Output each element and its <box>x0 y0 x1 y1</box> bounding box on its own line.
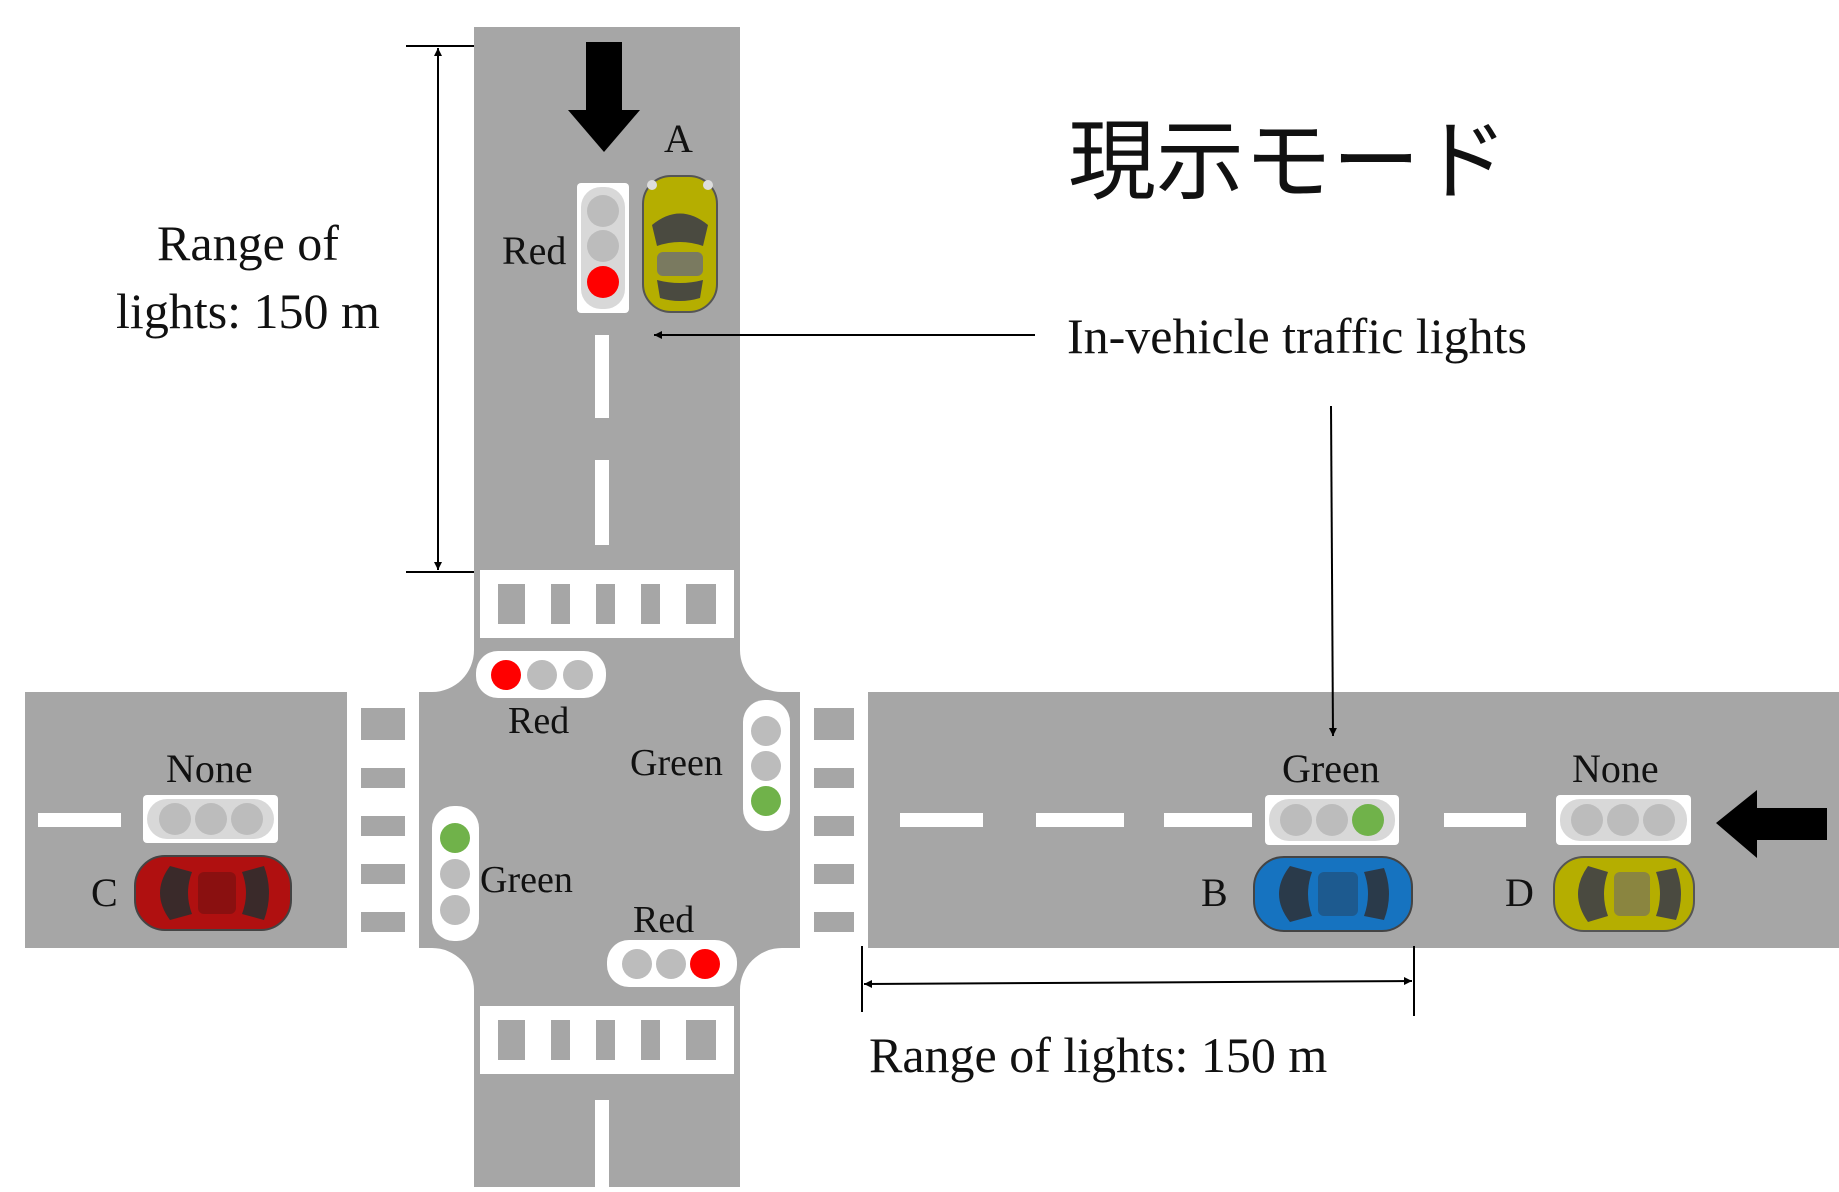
crosswalk-north <box>480 570 734 638</box>
crosswalk-east <box>800 692 868 948</box>
crosswalk-south <box>480 1006 734 1074</box>
car-a-icon <box>642 175 718 313</box>
arrow-left-icon <box>1716 790 1827 858</box>
range-dimension-horizontal <box>861 946 1415 1016</box>
signal-east <box>743 700 790 831</box>
signal-east-lamp-green <box>751 786 781 816</box>
vehicle-d-id: D <box>1505 870 1534 915</box>
signal-south-lamp-red <box>690 949 720 979</box>
signal-south-lamp-green <box>622 949 652 979</box>
vehicle-a-lamp-bottom <box>587 266 619 298</box>
signal-west-lamp-green <box>440 823 470 853</box>
vehicle-b-lamp-right <box>1352 804 1384 836</box>
vehicle-c-light-label: None <box>166 746 253 791</box>
signal-north <box>476 651 606 698</box>
vehicle-a-light-label: Red <box>502 228 566 273</box>
range-horizontal-label: Range of lights: 150 m <box>869 1027 1327 1083</box>
signal-north-lamp-green <box>563 660 593 690</box>
callout-arrows <box>654 331 1337 737</box>
crosswalks <box>347 570 868 1074</box>
vehicle-c-light <box>143 795 278 843</box>
signal-south <box>607 940 737 987</box>
callout-label: In-vehicle traffic lights <box>1067 308 1527 364</box>
vehicle-d-light <box>1556 795 1691 845</box>
vehicle-a-id: A <box>664 116 693 161</box>
diagram-title: 現示モード <box>1068 110 1508 213</box>
range-vertical-label-line1: Range of <box>157 215 339 271</box>
lane-markings <box>38 335 1526 1187</box>
vehicle-c: None C <box>91 746 292 931</box>
signal-north-lamp-yellow <box>527 660 557 690</box>
signal-west-lamp-red <box>440 895 470 925</box>
signal-east-lamp-red <box>751 716 781 746</box>
signal-west-label: Green <box>480 859 573 901</box>
corner-fillets <box>432 650 782 990</box>
signal-west-lamp-yellow <box>440 859 470 889</box>
vehicle-c-lamp-middle <box>195 803 227 835</box>
vehicle-b-id: B <box>1201 870 1228 915</box>
signal-south-lamp-yellow <box>656 949 686 979</box>
arrow-down-icon <box>568 42 640 152</box>
vehicle-c-id: C <box>91 870 118 915</box>
car-d-icon <box>1553 856 1695 932</box>
direction-arrows <box>568 42 1827 858</box>
signal-east-label: Green <box>630 742 723 784</box>
car-c-icon <box>134 855 292 931</box>
signal-east-lamp-yellow <box>751 751 781 781</box>
signal-north-lamp-red <box>491 660 521 690</box>
roads <box>25 27 1839 1187</box>
signal-north-label: Red <box>508 700 569 742</box>
vehicle-b-lamp-left <box>1280 804 1312 836</box>
vehicle-b-light <box>1265 795 1399 845</box>
vehicle-d-light-label: None <box>1572 746 1659 791</box>
range-horizontal-line <box>863 977 1413 988</box>
vehicle-b: Green B <box>1201 746 1413 932</box>
vehicle-b-lamp-middle <box>1316 804 1348 836</box>
signal-west <box>432 806 479 941</box>
vehicle-b-light-label: Green <box>1282 746 1380 791</box>
vehicle-c-lamp-right <box>231 803 263 835</box>
vehicle-a-lamp-middle <box>587 230 619 262</box>
vehicle-a-light <box>577 183 629 313</box>
vehicle-d-lamp-middle <box>1607 804 1639 836</box>
car-b-icon <box>1253 856 1413 932</box>
vehicle-a-lamp-top <box>587 195 619 227</box>
vehicle-a: Red A <box>502 116 718 313</box>
crosswalk-west <box>347 692 419 948</box>
range-dimension-vertical <box>406 45 474 573</box>
vehicle-d-lamp-right <box>1643 804 1675 836</box>
vehicle-d-lamp-left <box>1571 804 1603 836</box>
signal-south-label: Red <box>633 899 694 941</box>
vehicle-c-lamp-left <box>159 803 191 835</box>
range-vertical-label-line2: lights: 150 m <box>116 283 380 339</box>
vehicle-d: None D <box>1505 746 1695 932</box>
